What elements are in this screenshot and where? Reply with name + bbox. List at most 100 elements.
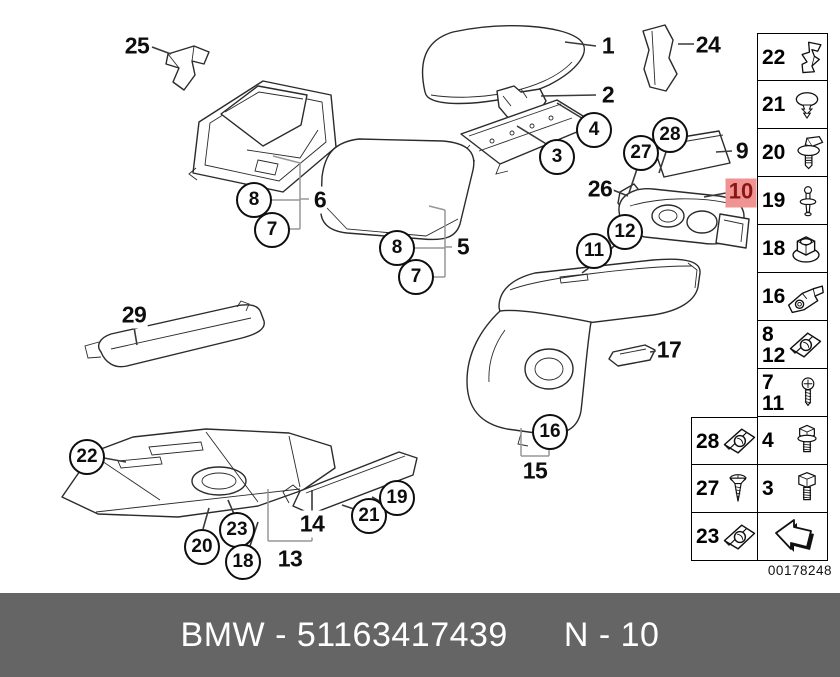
part-15-16-pillar — [466, 309, 592, 447]
speed-nut-icon — [719, 419, 759, 463]
callout-6[interactable]: 6 — [312, 186, 328, 214]
callout-18[interactable]: 18 — [225, 544, 261, 580]
fastener-cell-27[interactable]: 27 — [691, 465, 758, 513]
fastener-number: 16 — [762, 285, 786, 308]
part-3-4-plate — [459, 99, 597, 175]
fastener-cell-arrow[interactable] — [757, 513, 828, 561]
callout-29[interactable]: 29 — [120, 301, 148, 329]
fastener-number: 8 — [762, 322, 774, 346]
fastener-number: 20 — [762, 141, 786, 164]
fastener-number: 27 — [696, 477, 720, 500]
hex-bolt-icon — [789, 467, 825, 511]
fastener-number: 21 — [762, 93, 786, 116]
part-17-bracket — [608, 344, 656, 367]
fastener-cell-numbers: 20 — [762, 142, 785, 163]
callout-17[interactable]: 17 — [655, 336, 683, 364]
fastener-number: 23 — [696, 525, 720, 548]
callout-12[interactable]: 12 — [607, 214, 643, 250]
callout-22[interactable]: 22 — [69, 439, 105, 475]
fastener-cell-4[interactable]: 4 — [757, 417, 828, 465]
fastener-cell-numbers: 3 — [762, 478, 774, 499]
callout-7-b[interactable]: 7 — [398, 259, 434, 295]
fastener-cell-numbers: 22 — [762, 47, 785, 68]
callout-19[interactable]: 19 — [379, 480, 415, 516]
fastener-table-left-column: 28 27 23 — [691, 417, 758, 561]
fastener-cell-21[interactable]: 21 — [757, 81, 828, 129]
callout-7-a[interactable]: 7 — [254, 212, 290, 248]
fastener-cell-28[interactable]: 28 — [691, 417, 758, 465]
fastener-number: 18 — [762, 237, 786, 260]
fastener-cell-numbers: 19 — [762, 190, 785, 211]
callout-2[interactable]: 2 — [600, 81, 616, 109]
callout-16[interactable]: 16 — [532, 414, 568, 450]
callout-23[interactable]: 23 — [219, 512, 255, 548]
leader-lines — [103, 41, 733, 547]
callout-5[interactable]: 5 — [455, 233, 471, 261]
callout-3[interactable]: 3 — [539, 139, 575, 175]
speed-nut-icon — [785, 323, 825, 367]
callout-24[interactable]: 24 — [694, 31, 722, 59]
part-number-label: BMW - 51163417439 — [180, 615, 508, 654]
callout-1[interactable]: 1 — [600, 32, 616, 60]
part-29-strip — [84, 300, 265, 368]
fastener-cell-18[interactable]: 18 — [757, 225, 828, 273]
callout-10[interactable]: 10 — [725, 178, 757, 208]
diagram-line-art — [61, 24, 750, 547]
part-14-strip — [282, 451, 418, 515]
callout-13[interactable]: 13 — [276, 545, 304, 573]
plate-bracket-icon — [785, 275, 825, 319]
fastener-cell-22[interactable]: 22 — [757, 33, 828, 81]
callout-21[interactable]: 21 — [351, 498, 387, 534]
callout-28[interactable]: 28 — [652, 117, 688, 153]
fastener-cell-numbers: 18 — [762, 238, 785, 259]
tapping-screw-icon — [721, 467, 755, 511]
expansion-rivet-icon — [791, 179, 825, 223]
push-rivet-icon — [789, 83, 825, 127]
drawing-number: 00178248 — [767, 563, 832, 578]
clip-bracket-icon — [789, 35, 825, 79]
callout-27[interactable]: 27 — [623, 135, 659, 171]
pan-screw-icon — [791, 371, 825, 415]
callout-15[interactable]: 15 — [521, 457, 549, 485]
fastener-number: 4 — [762, 429, 774, 452]
page-ref-label: N - 10 — [563, 615, 660, 654]
callout-26[interactable]: 26 — [586, 175, 614, 203]
fastener-cell-23[interactable]: 23 — [691, 513, 758, 561]
fastener-cell-numbers: 28 — [696, 431, 719, 452]
wing-clip-icon — [789, 131, 825, 175]
fastener-cell-16[interactable]: 16 — [757, 273, 828, 321]
part-6-ashtray — [188, 80, 337, 193]
fastener-cell-20[interactable]: 20 — [757, 129, 828, 177]
fastener-number: 7 — [762, 370, 774, 394]
flange-nut-icon — [787, 227, 825, 271]
part-10-cupholder[interactable] — [618, 188, 750, 249]
callout-4[interactable]: 4 — [576, 112, 612, 148]
fastener-cell-numbers: 23 — [696, 526, 719, 547]
part-13-floor-panel — [61, 428, 336, 518]
callout-9[interactable]: 9 — [734, 137, 750, 165]
callout-11[interactable]: 11 — [576, 233, 612, 269]
part-24-trim — [642, 24, 678, 92]
part-11-12-panel — [498, 258, 701, 330]
callout-20[interactable]: 20 — [184, 529, 220, 565]
part-25-clip — [165, 45, 210, 91]
fastener-cell-numbers: 27 — [696, 478, 719, 499]
fastener-cell-19[interactable]: 19 — [757, 177, 828, 225]
arrow-icon[interactable] — [771, 517, 817, 557]
callout-25[interactable]: 25 — [123, 32, 151, 60]
fastener-number: 22 — [762, 45, 786, 69]
fastener-number: 28 — [696, 429, 720, 453]
fastener-cell-3[interactable]: 3 — [757, 465, 828, 513]
flange-bolt-icon — [789, 419, 825, 463]
fastener-cell-numbers: 16 — [762, 286, 785, 307]
fastener-number: 11 — [762, 391, 785, 415]
callout-14[interactable]: 14 — [298, 510, 326, 538]
footer-bar: BMW - 51163417439 N - 10 — [0, 593, 840, 677]
fastener-number: 12 — [762, 343, 786, 367]
